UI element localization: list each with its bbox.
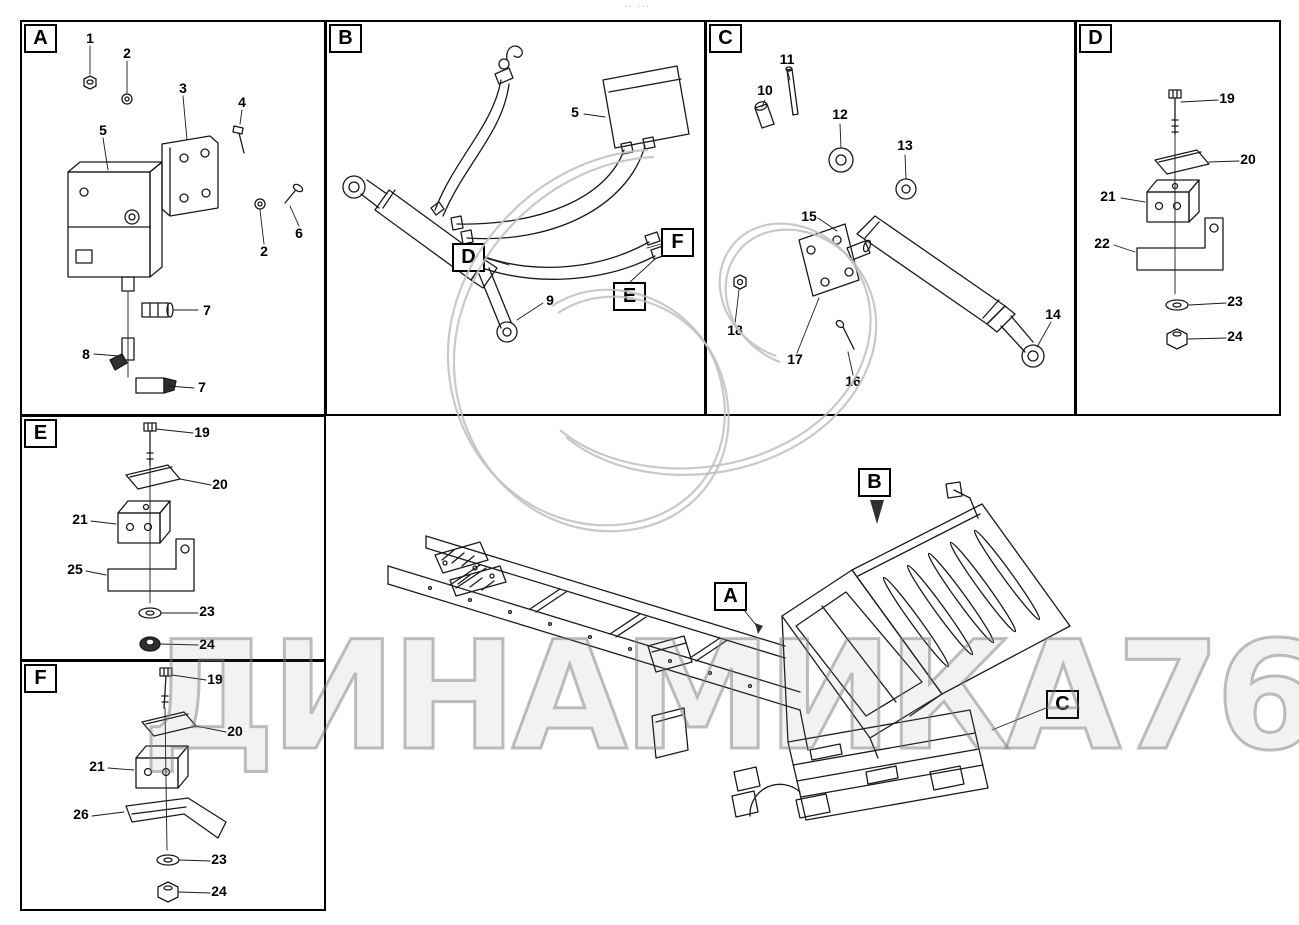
ref-box-d: D <box>452 243 485 272</box>
panel-e: E <box>20 415 326 661</box>
callout-23: 23 <box>211 851 227 867</box>
callout-24: 24 <box>1227 328 1243 344</box>
panel-d-label: D <box>1079 24 1112 53</box>
callout-5: 5 <box>99 122 107 138</box>
top-note: ·· ··· <box>625 3 651 10</box>
panel-f-drawing: 19 20 21 26 23 24 <box>73 667 243 903</box>
panel-a-leader-lines <box>89 45 300 389</box>
panel-c-drawing: 10 11 12 13 15 14 18 17 16 <box>727 51 1061 389</box>
truck-overview-drawing <box>387 481 1071 821</box>
panel-d: D <box>1075 20 1281 416</box>
callout-10: 10 <box>757 82 773 98</box>
callout-8: 8 <box>82 346 90 362</box>
callout-21: 21 <box>89 758 105 774</box>
callout-25: 25 <box>67 561 83 577</box>
callout-3: 3 <box>179 80 187 96</box>
panel-b: B <box>325 20 706 416</box>
valve-bracket-assembly-drawing <box>67 75 304 394</box>
panel-c-label: C <box>709 24 742 53</box>
panel-d-leader-lines <box>1113 99 1240 340</box>
ref-box-e: E <box>613 282 646 311</box>
panel-e-leader-lines <box>85 428 212 646</box>
callout-20: 20 <box>212 476 228 492</box>
tilted-cab-drawing <box>731 481 1071 821</box>
panel-f-leader-lines <box>91 674 227 894</box>
callout-15: 15 <box>801 208 817 224</box>
panel-b-label: B <box>329 24 362 53</box>
callout-21: 21 <box>1100 188 1116 204</box>
callout-12: 12 <box>832 106 848 122</box>
cylinder-bracket-assembly-drawing <box>733 66 1045 368</box>
ref-box-f: F <box>661 228 694 257</box>
callout-18: 18 <box>727 322 743 338</box>
clamp-assembly-e-drawing <box>107 422 195 652</box>
callout-23: 23 <box>1227 293 1243 309</box>
callout-23: 23 <box>199 603 215 619</box>
panel-a: A <box>20 20 326 416</box>
callout-6: 6 <box>295 225 303 241</box>
callout-20: 20 <box>1240 151 1256 167</box>
callout-16: 16 <box>845 373 861 389</box>
panel-d-drawing: 19 20 21 22 23 24 <box>1094 89 1256 350</box>
callout-21: 21 <box>72 511 88 527</box>
panel-f-label: F <box>24 664 57 693</box>
panel-e-drawing: 19 20 21 25 23 24 <box>67 422 228 652</box>
callout-17: 17 <box>787 351 803 367</box>
callout-19: 19 <box>207 671 223 687</box>
callout-19: 19 <box>1219 90 1235 106</box>
clamp-assembly-drawing <box>1136 89 1224 350</box>
callout-9: 9 <box>546 292 554 308</box>
chassis-frame-drawing <box>387 535 809 759</box>
callout-24: 24 <box>211 883 227 899</box>
callout-22: 22 <box>1094 235 1110 251</box>
callout-14: 14 <box>1045 306 1061 322</box>
callout-13: 13 <box>897 137 913 153</box>
callout-7: 7 <box>203 302 211 318</box>
panel-f: F <box>20 660 326 911</box>
overview-ref-box-c: C <box>1046 690 1079 719</box>
callout-20: 20 <box>227 723 243 739</box>
callout-7b: 7 <box>198 379 206 395</box>
panel-a-label: A <box>24 24 57 53</box>
callout-2b: 2 <box>260 243 268 259</box>
panel-e-label: E <box>24 419 57 448</box>
callout-1: 1 <box>86 30 94 46</box>
ref-arrows <box>743 500 1047 731</box>
callout-24: 24 <box>199 636 215 652</box>
overview-ref-box-a: A <box>714 582 747 611</box>
panel-a-drawing: 1 2 3 4 5 2 6 7 8 7 <box>67 30 304 395</box>
overview-ref-box-b: B <box>858 468 891 497</box>
panel-c: C <box>705 20 1076 416</box>
panel-b-drawing: 5 9 <box>342 45 690 343</box>
callout-19: 19 <box>194 424 210 440</box>
callout-26: 26 <box>73 806 89 822</box>
callout-2: 2 <box>123 45 131 61</box>
callout-11: 11 <box>780 51 795 67</box>
callout-5: 5 <box>571 104 579 120</box>
callout-4: 4 <box>238 94 246 110</box>
